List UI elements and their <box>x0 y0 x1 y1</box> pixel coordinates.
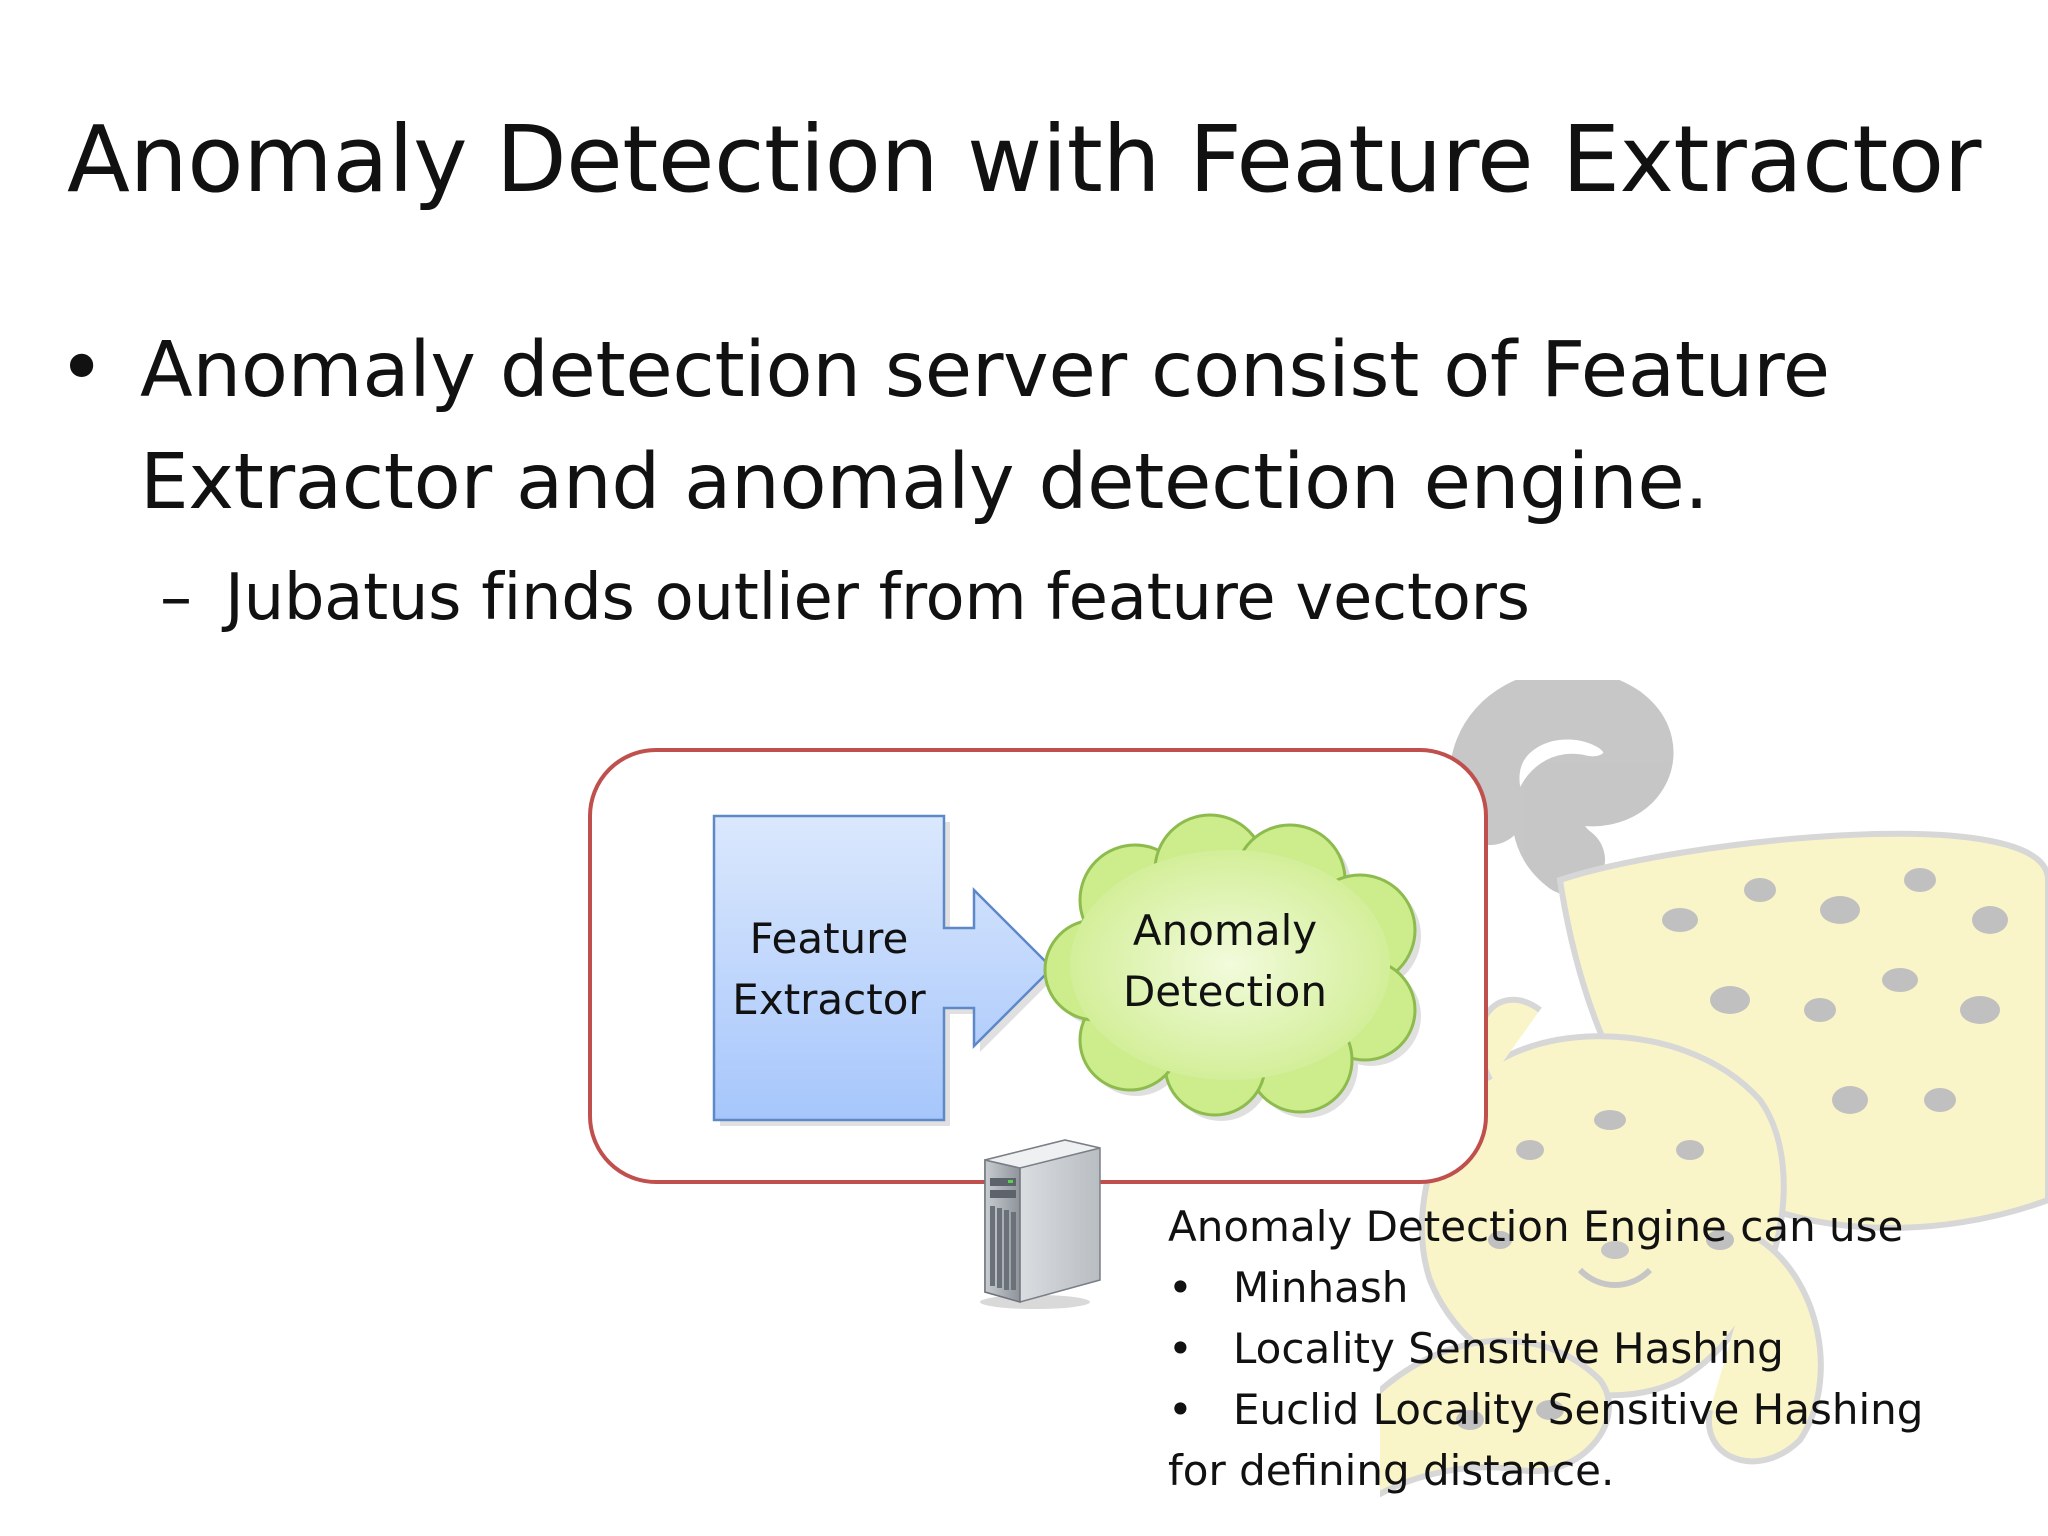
list-item: • Locality Sensitive Hashing <box>1168 1318 2028 1379</box>
engine-info-heading: Anomaly Detection Engine can use <box>1168 1202 1904 1251</box>
feature-extractor-label: Feature Extractor <box>732 914 926 1024</box>
sub-bullet-text: Jubatus finds outlier from feature vecto… <box>225 561 1530 635</box>
engine-info: Anomaly Detection Engine can use • Minha… <box>1168 1196 2028 1501</box>
engine-method-list: • Minhash • Locality Sensitive Hashing •… <box>1168 1257 2028 1440</box>
server-tower-icon <box>980 1139 1101 1309</box>
bullet-marker: • <box>1168 1385 1193 1434</box>
sub-bullet-marker: – <box>160 561 192 635</box>
jubatus-cheetah-mascot-icon <box>1380 680 2048 1498</box>
bullet-marker: • <box>1168 1263 1193 1312</box>
engine-method: Euclid Locality Sensitive Hashing <box>1233 1385 1924 1434</box>
bullet-marker: • <box>1168 1324 1193 1373</box>
bullet-text: Anomaly detection server consist of Feat… <box>140 326 1830 527</box>
engine-method: Minhash <box>1233 1263 1409 1312</box>
list-item: • Minhash <box>1168 1257 2028 1318</box>
list-item: • Euclid Locality Sensitive Hashing <box>1168 1379 2028 1440</box>
slide-title: Anomaly Detection with Feature Extractor <box>67 106 1981 213</box>
bullet-marker: • <box>58 321 106 414</box>
feature-extractor-shape <box>712 814 1054 1122</box>
anomaly-detection-cloud <box>1043 813 1417 1117</box>
engine-info-footer: for defining distance. <box>1168 1446 1615 1495</box>
engine-method: Locality Sensitive Hashing <box>1233 1324 1784 1373</box>
anomaly-detection-label: Anomaly Detection <box>1122 906 1328 1016</box>
